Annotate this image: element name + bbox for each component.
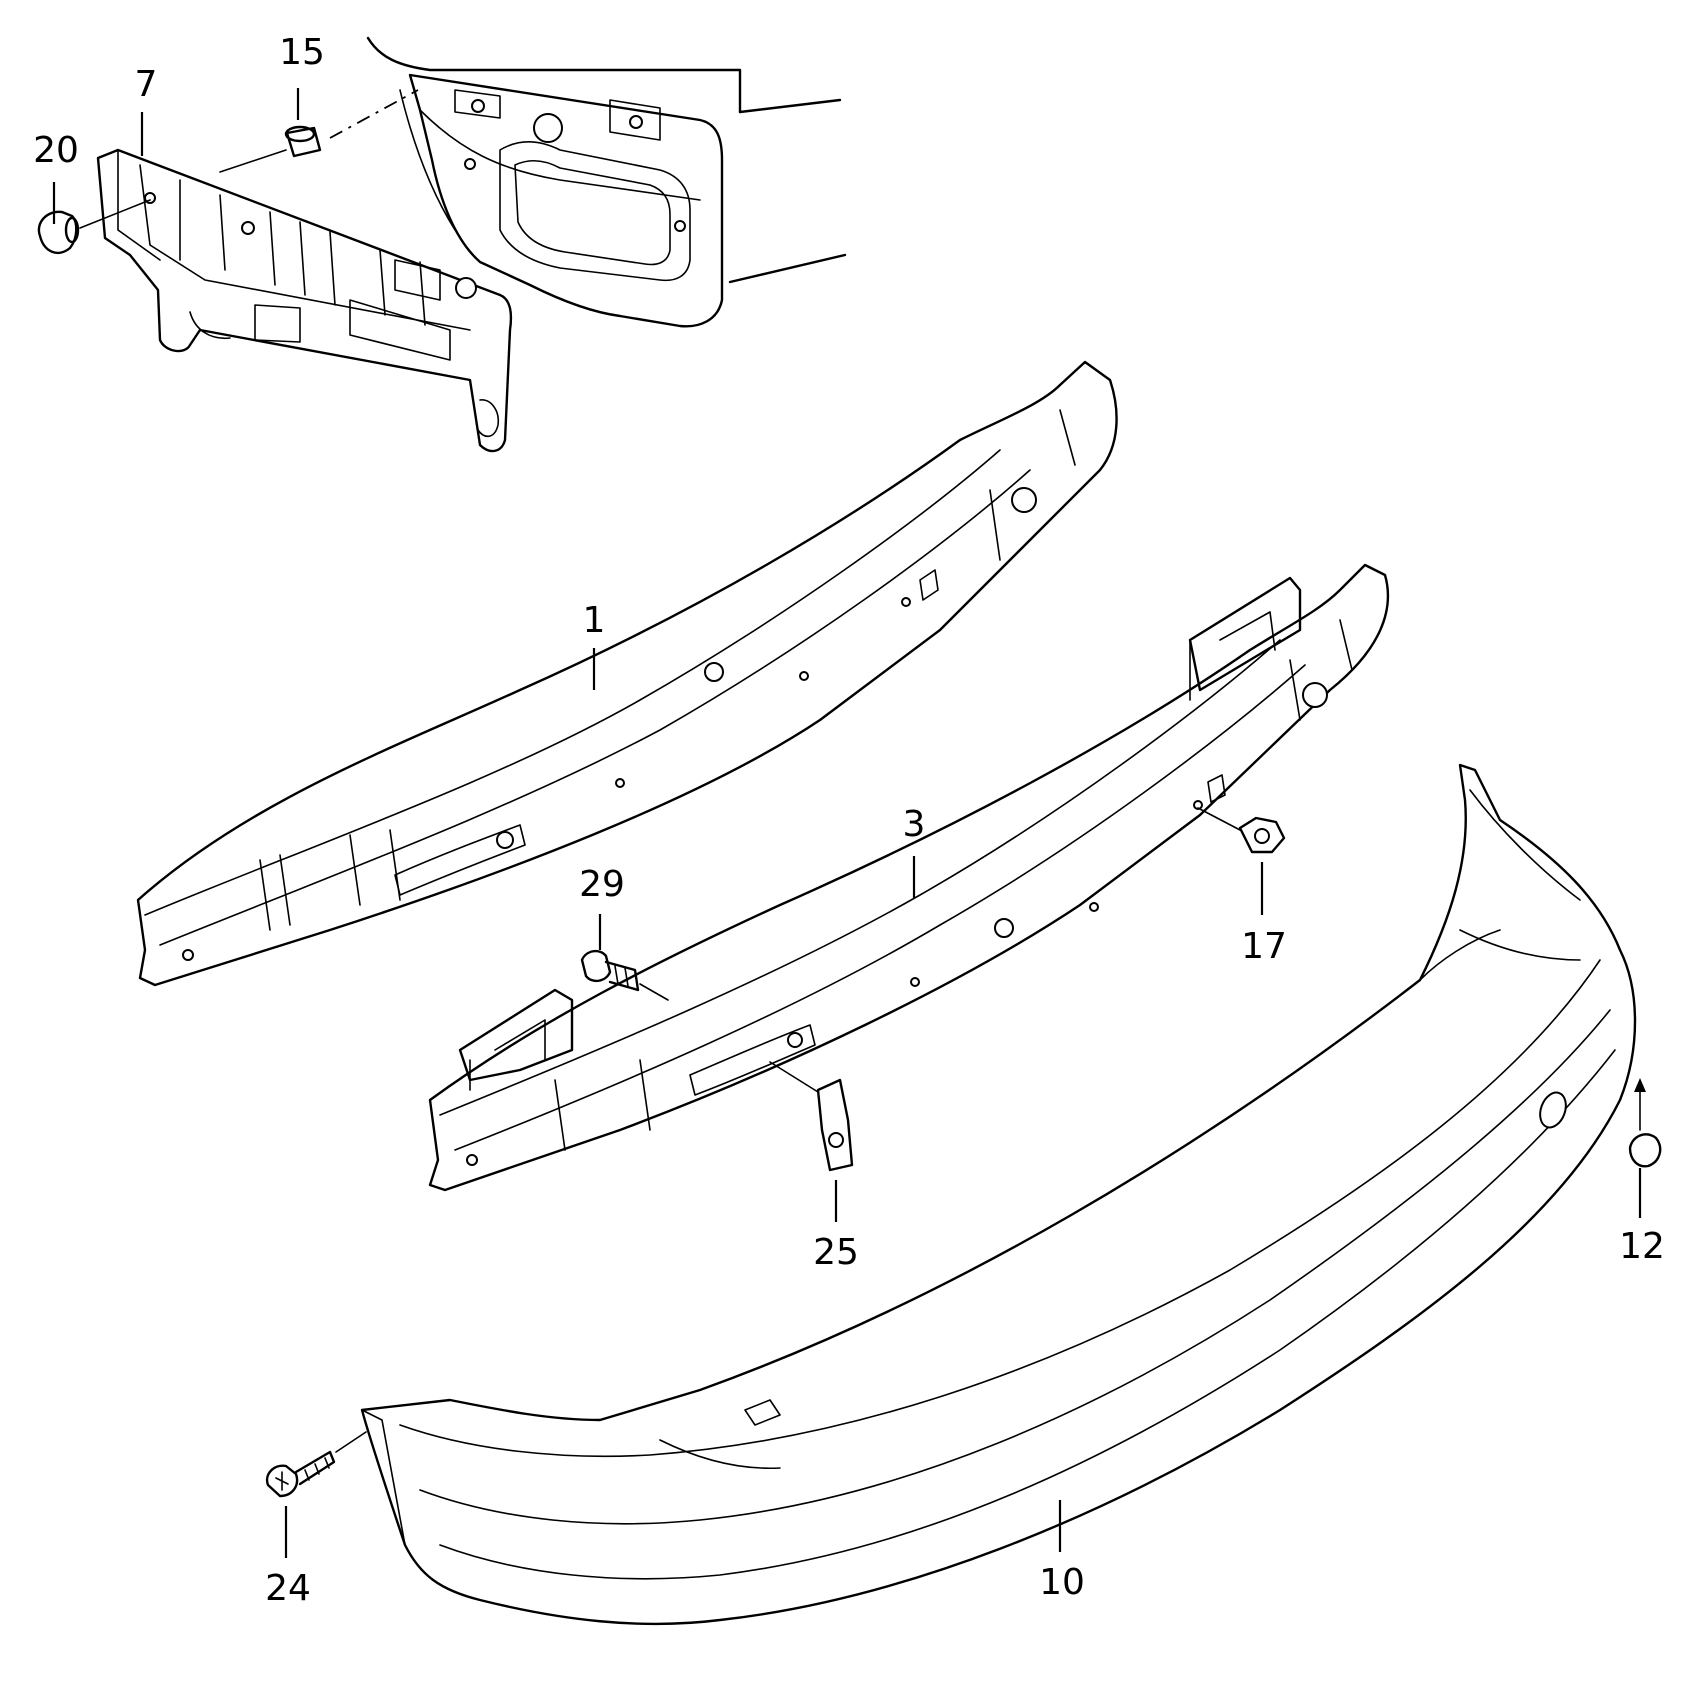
part-3-impact-bar-lower [428,563,1390,1192]
part-25-clip-nut [769,1061,854,1172]
callout-20: 20 [33,130,79,171]
part-10-bumper-cover [360,763,1637,1626]
part-29-bolt [580,949,669,1001]
callout-3: 3 [903,804,926,845]
part-15-clip [219,89,419,173]
callout-labels: 15 7 20 1 3 29 17 25 12 24 10 [33,32,1665,1609]
callout-10: 10 [1039,1562,1085,1603]
body-rear-panel [366,36,847,328]
callout-1: 1 [583,600,606,641]
part-7-bracket [96,148,513,453]
callout-15: 15 [279,32,325,73]
callout-29: 29 [579,864,625,905]
part-12-plug [1628,1078,1662,1168]
callout-17: 17 [1241,926,1287,967]
callout-25: 25 [813,1232,859,1273]
part-17-nut [1197,807,1286,854]
part-20-plug [37,199,151,255]
leader-lines [52,88,1642,1558]
part-24-screw [265,1431,367,1498]
callout-24: 24 [265,1568,311,1609]
callout-12: 12 [1619,1226,1665,1267]
part-1-impact-bar-upper [136,360,1118,987]
callout-7: 7 [135,64,158,105]
